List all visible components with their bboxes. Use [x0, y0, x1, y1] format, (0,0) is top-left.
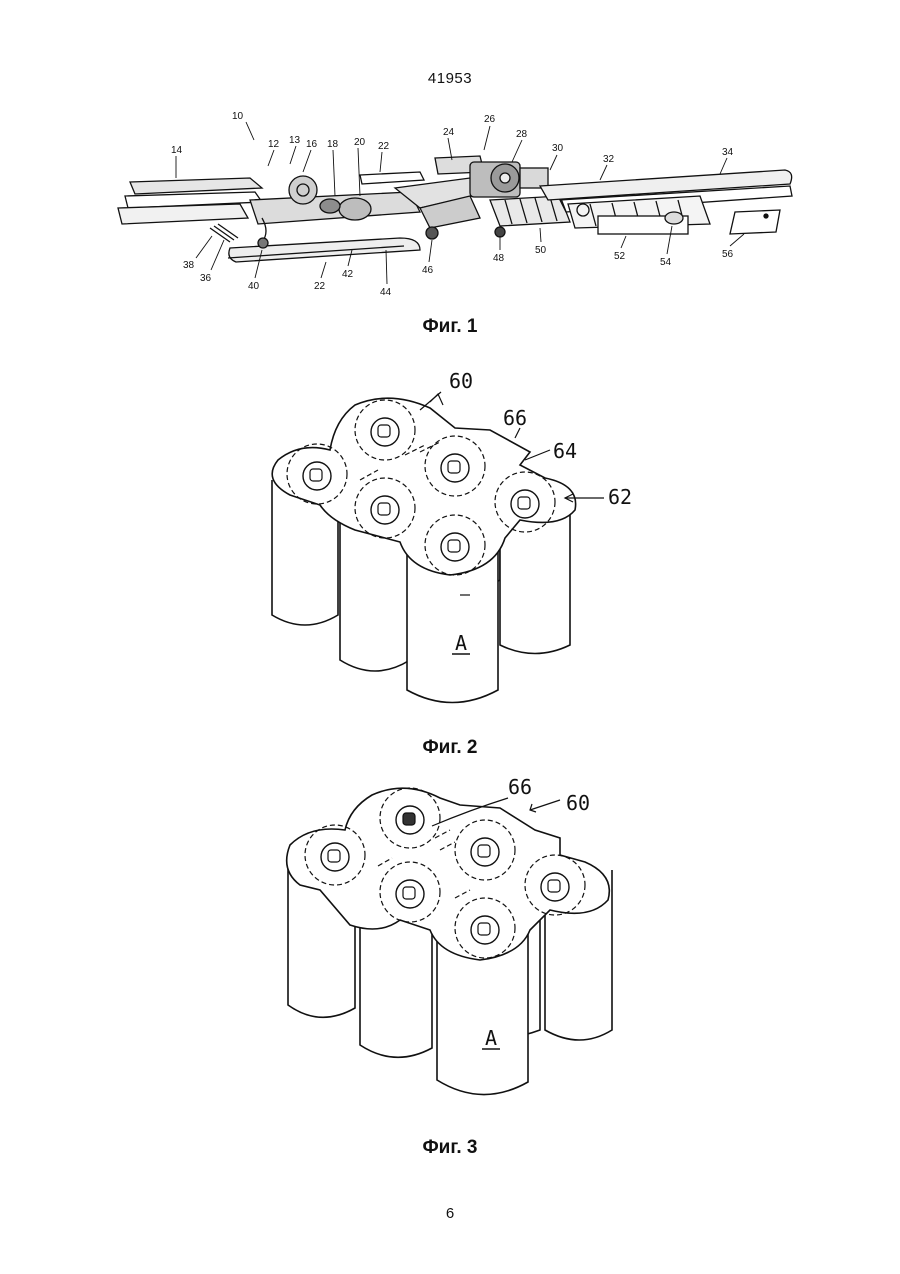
- figure-3-drawing: 66 60 A: [0, 770, 900, 1150]
- fig2-label-66: 66: [503, 406, 527, 430]
- fig1-label-34: 34: [722, 147, 734, 158]
- fig1-label-20: 20: [354, 137, 366, 148]
- fig1-label-14: 14: [171, 145, 183, 156]
- fig2-can-label-A: A: [455, 631, 467, 655]
- fig1-label-50: 50: [535, 245, 547, 256]
- fig2-label-60: 60: [449, 369, 473, 393]
- fig1-label-36: 36: [200, 273, 212, 284]
- figure-1-drawing: 10 12 13 14 16 18 20 22 24 26 28 30 32 3…: [0, 100, 900, 300]
- fig1-label-56: 56: [722, 249, 734, 260]
- figure-1-caption: Фиг. 1: [0, 316, 900, 338]
- fig1-label-18: 18: [327, 139, 339, 150]
- fig1-label-46: 46: [422, 265, 434, 276]
- fig1-label-13: 13: [289, 135, 301, 146]
- fig1-label-12: 12: [268, 139, 280, 150]
- fig1-label-24: 24: [443, 127, 455, 138]
- figure-2-drawing: 60 66 64 62 A: [0, 370, 900, 720]
- fig1-label-38: 38: [183, 260, 195, 271]
- fig1-label-22-top: 22: [378, 141, 390, 152]
- fig1-label-26: 26: [484, 114, 496, 125]
- fig1-label-28: 28: [516, 129, 528, 140]
- fig2-label-62: 62: [608, 485, 632, 509]
- fig3-can-label-A: A: [485, 1026, 497, 1050]
- fig1-label-22-bottom: 22: [314, 281, 326, 292]
- document-number: 41953: [0, 70, 900, 87]
- fig1-label-16: 16: [306, 139, 318, 150]
- figure-2-caption: Фиг. 2: [0, 737, 900, 759]
- fig1-label-44: 44: [380, 287, 392, 298]
- fig2-label-64: 64: [553, 439, 577, 463]
- fig1-label-40: 40: [248, 281, 260, 292]
- fig3-label-60: 60: [566, 791, 590, 815]
- fig1-label-48: 48: [493, 253, 505, 264]
- fig3-label-66: 66: [508, 775, 532, 799]
- fig1-label-10: 10: [232, 111, 244, 122]
- fig1-label-32: 32: [603, 154, 615, 165]
- page-number: 6: [0, 1205, 900, 1222]
- fig1-label-54: 54: [660, 257, 672, 268]
- fig1-label-42: 42: [342, 269, 354, 280]
- figure-3-caption: Фиг. 3: [0, 1137, 900, 1159]
- fig1-label-30: 30: [552, 143, 564, 154]
- fig1-label-52: 52: [614, 251, 626, 262]
